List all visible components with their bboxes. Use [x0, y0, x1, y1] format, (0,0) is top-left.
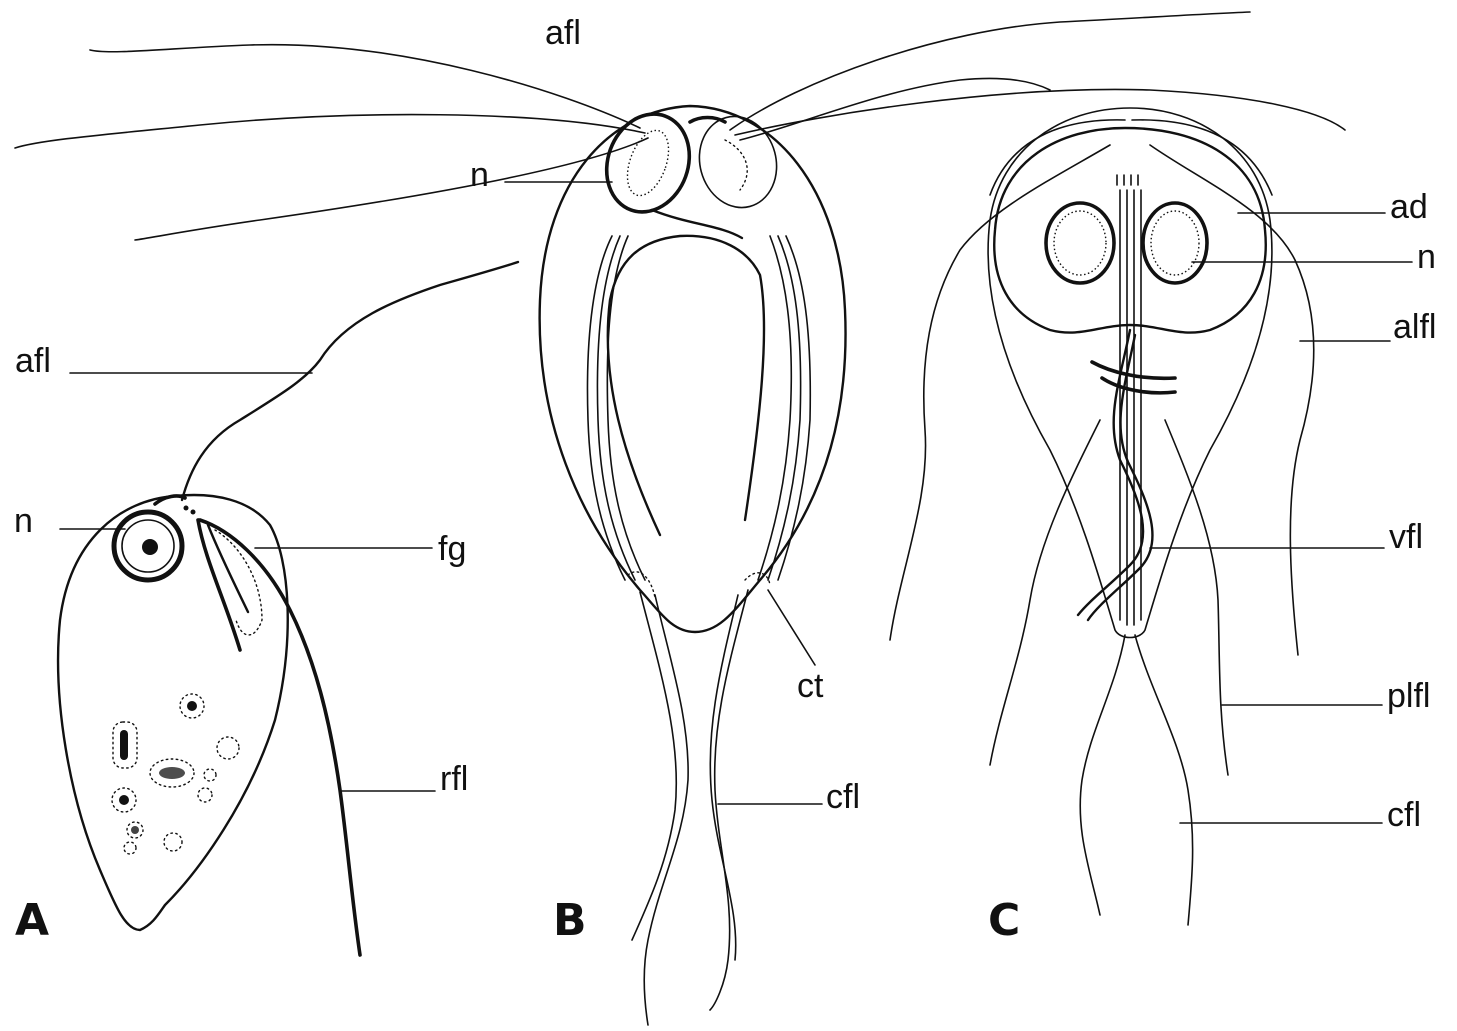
cell-c-anterior-lateral-flagellum-left	[890, 145, 1110, 640]
label-c-n: n	[1417, 238, 1436, 276]
cell-a-groove-dots	[215, 530, 262, 635]
cell-a-recurrent-flagellum	[200, 520, 360, 955]
label-a-afl: afl	[15, 342, 51, 380]
label-c-cfl: cfl	[1387, 796, 1421, 834]
label-a-n: n	[14, 502, 33, 540]
panel-label-a: A	[15, 895, 49, 946]
cell-c-leader-lines	[1150, 213, 1412, 823]
cell-b-anterior-flagellum-6	[740, 78, 1050, 140]
cell-b-anterior-flagellum-2	[15, 115, 645, 148]
cell-c-posterior-lateral-flagellum-left	[990, 420, 1100, 765]
cell-c-adhesive-disc	[994, 128, 1266, 333]
label-b-n: n	[470, 156, 489, 194]
cell-c-nucleus-left	[1046, 203, 1114, 283]
cell-a-nucleolus	[142, 539, 158, 555]
cell-a-feeding-groove-inner	[208, 525, 248, 612]
cell-b	[15, 12, 1345, 1025]
cell-b-caudal-flagellum-left2	[632, 592, 676, 940]
cell-c	[890, 108, 1314, 925]
cell-c-nucleus-right	[1143, 203, 1207, 283]
label-a-rfl: rfl	[440, 760, 468, 798]
cell-c-caudal-flagellum-right	[1135, 635, 1193, 925]
cell-b-anterior-flagellum-3	[135, 138, 648, 240]
label-c-ad: ad	[1390, 188, 1428, 226]
panel-label-c: C	[988, 895, 1020, 946]
cell-b-inner-loop	[608, 236, 764, 535]
cell-c-posterior-lateral-flagellum-right	[1165, 420, 1228, 775]
cell-c-anterior-lateral-flagellum-right	[1150, 145, 1314, 655]
cell-b-body	[540, 106, 846, 632]
cell-b-caudal-flagellum-right	[710, 590, 748, 1010]
cell-a	[58, 262, 518, 955]
cell-b-leader-lines	[505, 182, 822, 804]
cell-c-body	[988, 108, 1272, 638]
cell-b-nucleus-left	[593, 102, 702, 223]
label-a-fg: fg	[438, 530, 466, 568]
cell-a-anterior-flagellum	[182, 262, 518, 500]
cell-c-caudal-flagellum-left	[1080, 635, 1125, 915]
label-c-vfl: vfl	[1389, 518, 1423, 556]
label-b-ct: ct	[797, 667, 824, 705]
panel-label-b: B	[553, 895, 587, 946]
cell-b-caudal-flagellum-left	[644, 595, 688, 1025]
cell-b-anterior-flagellum-5	[735, 89, 1345, 135]
label-b-cfl: cfl	[826, 778, 860, 816]
label-c-alfl: alfl	[1393, 308, 1436, 346]
label-b-afl: afl	[545, 14, 581, 52]
cell-a-leader-lines	[60, 373, 435, 791]
label-c-plfl: plfl	[1387, 677, 1430, 715]
